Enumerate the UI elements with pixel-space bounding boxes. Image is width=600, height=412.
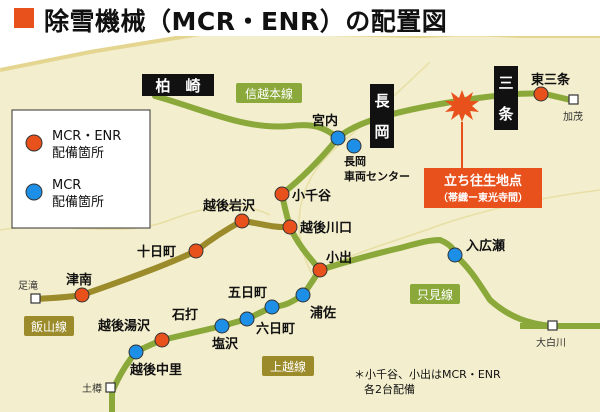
station-label-itsukamachi: 五日町 — [228, 286, 267, 301]
station-label-echigoiwasawa: 越後岩沢 — [202, 198, 256, 214]
legend-box — [11, 109, 151, 229]
title-marker — [14, 8, 34, 28]
station-marker-ashizaki — [30, 293, 41, 304]
station-label-miyauchi: 宮内 — [312, 113, 338, 129]
shinetsu-label: 信越本線 — [245, 86, 293, 101]
station-label-echigokawaguchi: 越後川口 — [299, 220, 352, 236]
legend-mcr-enr-line2: 配備箇所 — [52, 145, 104, 161]
sanjo-label-1: 三 — [498, 74, 513, 92]
legend-mcr-line1: MCR — [52, 178, 81, 193]
station-marker-tokamachi — [188, 243, 204, 259]
station-marker-kamo — [568, 94, 579, 105]
station-marker-iriirose — [447, 247, 463, 263]
station-label-ojiya: 小千谷 — [292, 188, 332, 204]
sanjo-box — [494, 66, 518, 130]
title-bar: 除雪機械（MCR・ENR）の配置図 — [0, 0, 600, 44]
station-marker-oide — [312, 262, 328, 278]
joetsu-label-box — [262, 356, 314, 376]
station-label-urasa: 浦佐 — [310, 305, 336, 321]
station-label-tsunan: 津南 — [66, 272, 92, 288]
station-label-tsuchitaru: 土樽 — [82, 382, 102, 395]
iiyama-label: 飯山線 — [31, 319, 67, 334]
tadami-label: 只見線 — [417, 287, 453, 302]
station-marker-tsuchitaru — [105, 382, 116, 393]
legend-mcr-line2: 配備箇所 — [52, 194, 104, 210]
legend-mcr-marker — [25, 183, 43, 201]
station-label-shiozawa: 塩沢 — [212, 336, 239, 352]
station-label-nagaoka-depot-1: 長岡 — [344, 155, 366, 168]
station-label-echigoyuzawa: 越後湯沢 — [97, 318, 151, 334]
station-marker-muikamachi — [239, 311, 255, 327]
note-line2: 各2台配備 — [364, 382, 415, 396]
note-line1: ＊小千谷、小出はMCR・ENR — [354, 367, 501, 381]
nagaoka-label-2: 岡 — [374, 123, 389, 141]
station-label-muikamachi: 六日町 — [256, 321, 295, 337]
stuck-point-burst-icon — [445, 90, 479, 122]
station-label-echigonakazato: 越後中里 — [129, 362, 182, 378]
station-label-nagaoka-depot-2: 車両センター — [344, 169, 410, 183]
callout-line2: （帯織ー東光寺間） — [438, 191, 528, 204]
shinetsu-label-box — [236, 83, 302, 103]
station-label-tokamachi: 十日町 — [137, 244, 176, 260]
legend-mcr-enr-marker — [25, 134, 43, 152]
station-marker-higashisanjo — [533, 86, 549, 102]
station-marker-shiozawa — [214, 318, 230, 334]
station-label-ashizaki: 足滝 — [18, 280, 38, 292]
station-marker-ojiya — [274, 186, 290, 202]
joetsu-label: 上越線 — [270, 359, 306, 374]
station-marker-echigoiwasawa — [234, 213, 250, 229]
station-label-oide: 小出 — [326, 250, 352, 266]
sanjo-label-2: 条 — [497, 105, 514, 123]
tadami-line — [317, 236, 555, 329]
rail-map: 信越本線 上越線 飯山線 只見線 柏 崎 長 岡 三 条 立ち往生地点 （帯織ー… — [0, 36, 600, 412]
station-marker-itsukamachi — [264, 299, 280, 315]
callout-line1: 立ち往生地点 — [444, 173, 522, 189]
station-label-ishiuchi: 石打 — [171, 307, 198, 323]
station-marker-oshirakawa — [547, 320, 558, 331]
station-label-higashisanjo: 東三条 — [531, 72, 571, 88]
station-marker-echigonakazato — [128, 344, 144, 360]
coastline — [0, 36, 600, 72]
iiyama-line — [32, 217, 293, 302]
callout-box — [424, 168, 542, 208]
station-label-iriirose: 入広瀬 — [466, 238, 505, 254]
legend-mcr-enr-line1: MCR・ENR — [52, 129, 121, 144]
nagaoka-box — [370, 84, 394, 148]
kashiwazaki-box — [142, 74, 214, 96]
tadami-label-box — [410, 284, 460, 304]
station-label-kamo: 加茂 — [563, 110, 583, 123]
station-marker-echigokawaguchi — [282, 219, 298, 235]
station-marker-urasa — [295, 287, 311, 303]
station-marker-tsunan — [74, 287, 90, 303]
kashiwazaki-label: 柏 崎 — [155, 77, 200, 95]
station-marker-echigoyuzawa — [154, 332, 170, 348]
station-label-oshirakawa: 大白川 — [536, 336, 566, 349]
nagaoka-label-1: 長 — [374, 92, 390, 110]
station-marker-nagaoka-depot — [346, 138, 362, 154]
page-title: 除雪機械（MCR・ENR）の配置図 — [44, 7, 448, 36]
iiyama-label-box — [24, 316, 74, 336]
station-marker-miyauchi — [330, 130, 346, 146]
